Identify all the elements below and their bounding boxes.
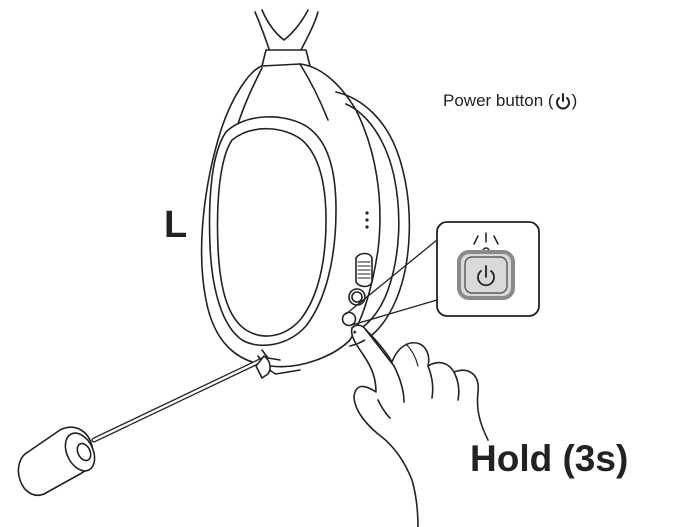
power-icon [477,265,495,287]
power-button-callout [436,221,540,317]
pointing-hand-icon [350,324,489,527]
left-side-label: L [164,204,188,246]
headset-icon [200,63,411,375]
power-button-caption: Power button ( ) [443,91,577,111]
power-icon [555,93,570,110]
headband [254,9,319,67]
callout-lines [345,239,438,326]
boom-microphone-icon [17,355,271,496]
power-caption-prefix: Power button ( [443,91,554,110]
hold-duration-label: Hold (3s) [470,438,629,479]
power-caption-suffix: ) [571,91,578,110]
